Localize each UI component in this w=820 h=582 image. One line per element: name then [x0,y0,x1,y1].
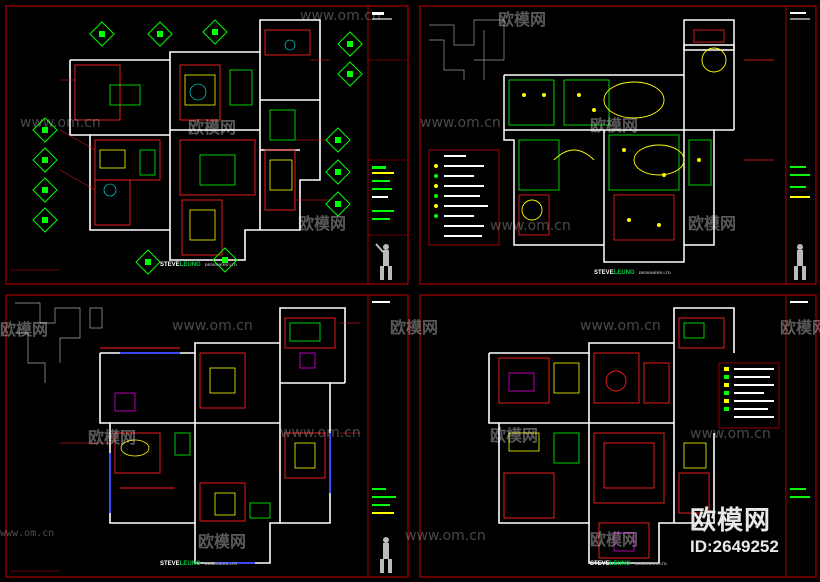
brand-logo: 欧模网 [690,505,772,535]
drawing-sheet-icon [5,294,409,578]
drawing-sheet-icon [419,5,817,285]
drawing-sheet-icon [5,5,409,285]
human-figure-icon [794,244,806,280]
legend-table-icon [428,149,500,246]
drawing-sheet-icon [419,294,817,578]
diamond-symbol-group [32,19,363,275]
legend-table-icon [718,362,780,429]
brand-id-label: ID:2649252 [690,537,779,556]
human-figure-icon [380,537,392,573]
sheet-divider-horizontal [0,291,820,293]
human-figure-icon [375,243,392,280]
